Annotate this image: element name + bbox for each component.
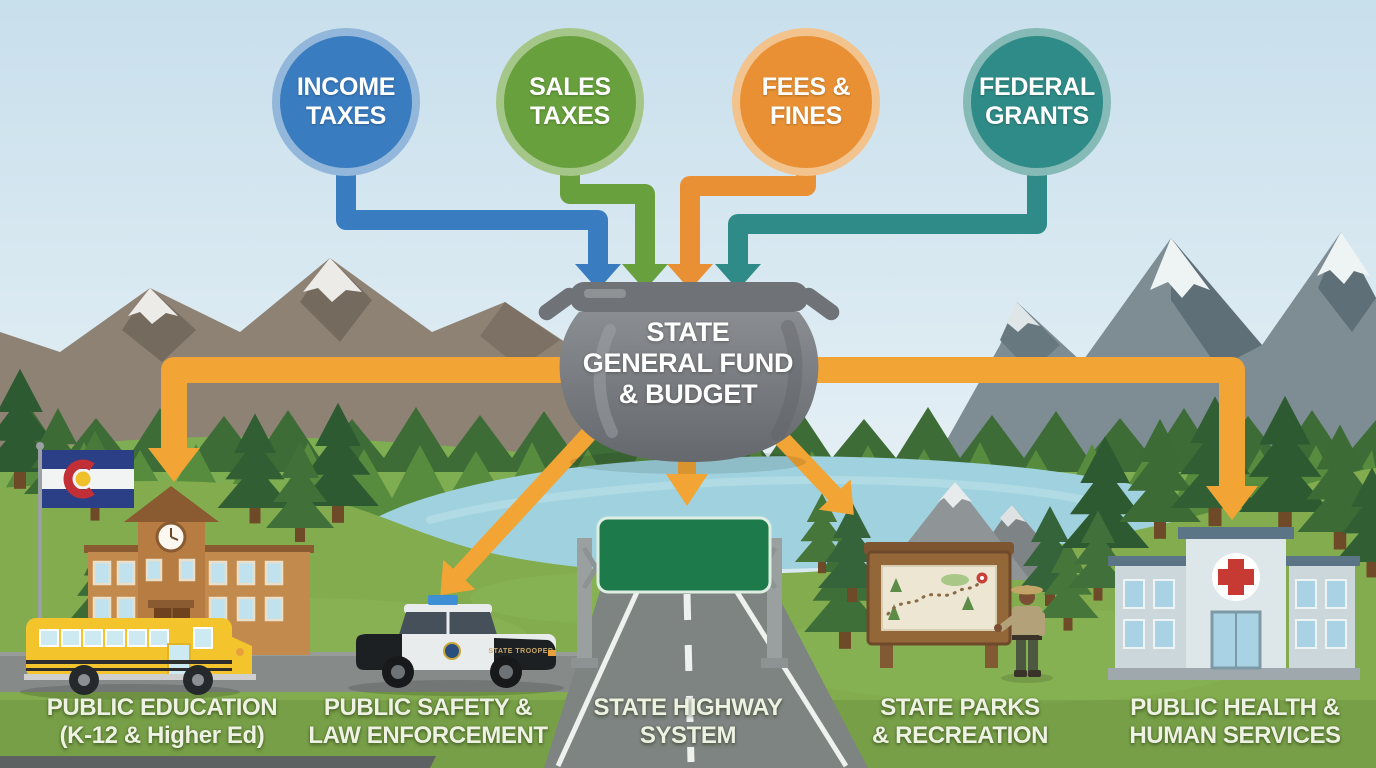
police-car-text: STATE TROOPER bbox=[489, 648, 554, 655]
sales-taxes-label-line2: TAXES bbox=[529, 102, 610, 130]
category-4-line2: HUMAN SERVICES bbox=[1129, 722, 1341, 749]
sales-taxes-label-line1: SALES bbox=[529, 73, 611, 101]
hospital-building bbox=[1108, 527, 1360, 680]
category-label-public-safety: PUBLIC SAFETY & LAW ENFORCEMENT bbox=[278, 694, 578, 750]
category-label-state-highway: STATE HIGHWAY SYSTEM bbox=[538, 694, 838, 750]
park-sign bbox=[864, 542, 1014, 668]
category-0-line2: (K-12 & Higher Ed) bbox=[59, 722, 265, 749]
federal-grants-label-line2: GRANTS bbox=[985, 102, 1089, 130]
income-taxes-label-line1: INCOME bbox=[296, 73, 396, 101]
general-fund-pot bbox=[538, 282, 840, 474]
colorado-flag-icon bbox=[36, 442, 134, 644]
category-0-line1: PUBLIC EDUCATION bbox=[46, 694, 278, 721]
fund-label-line1: STATE bbox=[646, 317, 730, 347]
category-4-line1: PUBLIC HEALTH & bbox=[1130, 694, 1340, 721]
revenue-circle-fees-fines: FEES &FINES bbox=[732, 28, 880, 176]
category-label-state-parks: STATE PARKS & RECREATION bbox=[810, 694, 1110, 750]
fees-fines-label-line2: FINES bbox=[769, 102, 843, 130]
general-fund-label: STATE GENERAL FUND & BUDGET bbox=[568, 317, 808, 410]
park-ranger bbox=[994, 585, 1053, 683]
category-3-line2: & RECREATION bbox=[871, 722, 1049, 749]
category-3-line1: STATE PARKS bbox=[880, 694, 1040, 721]
category-2-line1: STATE HIGHWAY bbox=[593, 694, 783, 721]
fees-fines-label-line1: FEES & bbox=[761, 73, 851, 101]
mountains-right bbox=[930, 232, 1376, 470]
police-car: STATE TROOPER bbox=[348, 595, 564, 696]
outflow-arrows bbox=[148, 357, 1258, 596]
federal-grants-label-line1: FEDERAL bbox=[979, 73, 1095, 101]
category-2-line2: SYSTEM bbox=[639, 722, 737, 749]
category-1-line2: LAW ENFORCEMENT bbox=[308, 722, 548, 749]
fund-label-line3: & BUDGET bbox=[618, 379, 758, 409]
category-1-line1: PUBLIC SAFETY & bbox=[323, 694, 533, 721]
school-bus bbox=[20, 618, 256, 700]
fund-label-line2: GENERAL FUND bbox=[582, 348, 794, 378]
category-label-public-health: PUBLIC HEALTH & HUMAN SERVICES bbox=[1085, 694, 1376, 750]
income-taxes-label-line2: TAXES bbox=[305, 102, 386, 130]
highway-sign bbox=[571, 516, 788, 668]
category-label-public-education: PUBLIC EDUCATION (K-12 & Higher Ed) bbox=[12, 694, 312, 750]
